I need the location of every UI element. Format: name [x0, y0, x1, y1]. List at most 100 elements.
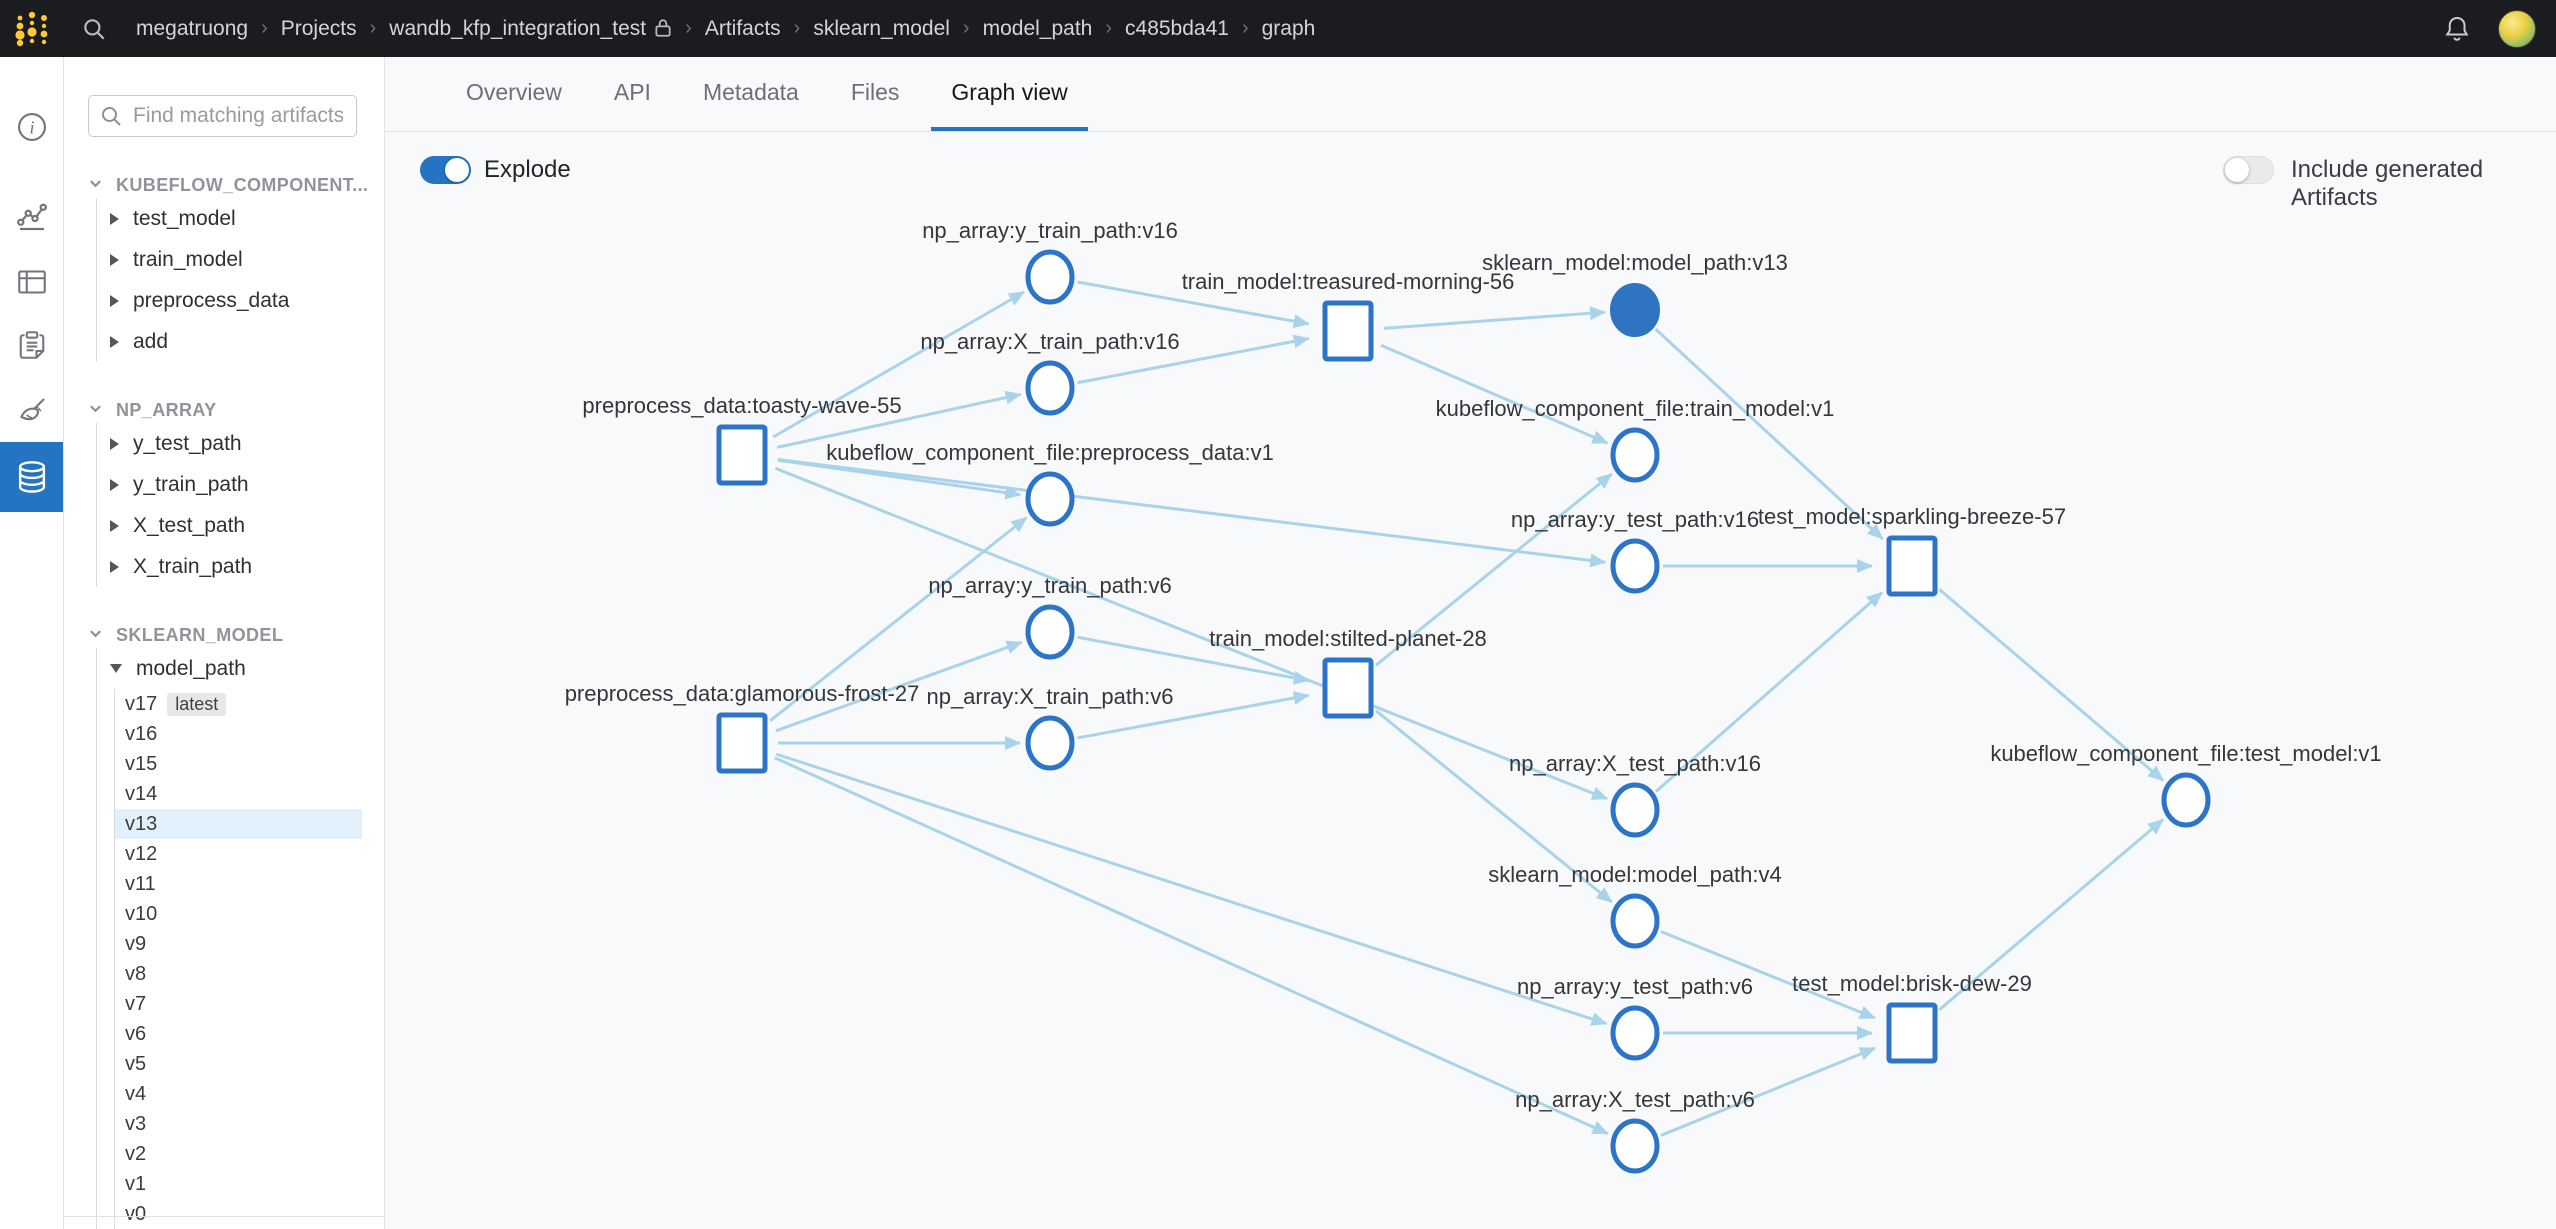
charts-icon	[16, 203, 47, 231]
graph-edge	[1077, 691, 1310, 740]
graph-node-label: kubeflow_component_file:train_model:v1	[1436, 396, 1835, 421]
graph-node-ytr16[interactable]	[1025, 249, 1075, 305]
bell-icon[interactable]	[2442, 14, 2472, 44]
version-row-v12[interactable]: v12	[115, 839, 362, 869]
graph-node-tf1[interactable]	[1610, 427, 1660, 483]
tab-files[interactable]: Files	[850, 78, 900, 105]
tab-metadata[interactable]: Metadata	[702, 78, 799, 105]
chevron-down-icon	[88, 625, 103, 646]
version-row-v6[interactable]: v6	[115, 1019, 362, 1049]
version-row-v15[interactable]: v15	[115, 749, 362, 779]
graph-node-xtr6[interactable]	[1025, 715, 1075, 771]
tree-item-y_test_path[interactable]: y_test_path	[97, 423, 385, 464]
graph-node-ytr6[interactable]	[1025, 604, 1075, 660]
tab-overview[interactable]: Overview	[466, 78, 562, 105]
tree-item-train_model[interactable]: train_model	[97, 239, 385, 280]
chevron-down-icon	[88, 175, 103, 196]
tree-item-y_train_path[interactable]: y_train_path	[97, 464, 385, 505]
tree-section-header[interactable]: KUBEFLOW_COMPONENT...	[88, 172, 385, 198]
graph-node-label: test_model:sparkling-breeze-57	[1758, 504, 2066, 529]
graph-node-xte16[interactable]	[1610, 782, 1660, 838]
graph-edge	[1077, 280, 1310, 329]
breadcrumb-item[interactable]: c485bda41	[1125, 16, 1229, 40]
explode-toggle[interactable]	[420, 156, 471, 184]
tree-section-label: KUBEFLOW_COMPONENT...	[116, 174, 369, 195]
tree-item-preprocess_data[interactable]: preprocess_data	[97, 280, 385, 321]
tab-api[interactable]: API	[613, 78, 651, 105]
graph-node-tm56[interactable]	[1322, 300, 1374, 362]
version-row-v1[interactable]: v1	[115, 1169, 362, 1199]
breadcrumb-separator: ›	[962, 17, 970, 39]
artifact-search-input[interactable]	[133, 104, 343, 128]
search-icon[interactable]	[64, 16, 124, 42]
breadcrumb-item[interactable]: model_path	[982, 16, 1093, 40]
rail-item-tables[interactable]	[0, 250, 63, 314]
breadcrumb-item[interactable]: graph	[1261, 16, 1316, 40]
version-row-v14[interactable]: v14	[115, 779, 362, 809]
toggle-knob	[2225, 158, 2249, 182]
breadcrumb-item[interactable]: Projects	[280, 16, 357, 40]
graph-node-label: preprocess_data:glamorous-frost-27	[565, 681, 920, 706]
chevron-collapsed-icon	[110, 437, 119, 450]
graph-node-sk4[interactable]	[1610, 893, 1660, 949]
graph-node-label: train_model:stilted-planet-28	[1209, 626, 1487, 651]
graph-node-label: np_array:y_test_path:v16	[1511, 507, 1759, 532]
tree-section-header[interactable]: NP_ARRAY	[88, 397, 385, 423]
artifact-sidebar: KUBEFLOW_COMPONENT... test_model train_mod…	[64, 57, 385, 1229]
graph-node-label: sklearn_model:model_path:v13	[1482, 250, 1788, 275]
version-row-v3[interactable]: v3	[115, 1109, 362, 1139]
graph-edge	[1938, 818, 2165, 1011]
tab-graph-view[interactable]: Graph view	[931, 57, 1088, 131]
tree-item-X_train_path[interactable]: X_train_path	[97, 546, 385, 587]
breadcrumb-item[interactable]: megatruong	[136, 16, 249, 40]
tree-item-model_path[interactable]: model_path	[97, 648, 385, 689]
version-label: v16	[125, 722, 158, 745]
include-generated-toggle[interactable]	[2223, 156, 2274, 184]
version-row-v0[interactable]: v0	[115, 1199, 362, 1229]
version-row-v2[interactable]: v2	[115, 1139, 362, 1169]
avatar[interactable]	[2498, 9, 2536, 48]
breadcrumb-item[interactable]: sklearn_model	[813, 16, 950, 40]
graph-node-yte6[interactable]	[1610, 1005, 1660, 1061]
breadcrumb-item[interactable]: wandb_kfp_integration_test	[389, 17, 672, 41]
rail-item-overview[interactable]: i	[0, 95, 63, 159]
breadcrumb-item[interactable]: Artifacts	[704, 16, 781, 40]
tree-item-add[interactable]: add	[97, 321, 385, 362]
graph-node-sp28[interactable]	[1322, 657, 1374, 719]
tree-section-header[interactable]: SKLEARN_MODEL	[88, 622, 385, 648]
graph-node-yte16[interactable]	[1610, 538, 1660, 594]
version-row-v5[interactable]: v5	[115, 1049, 362, 1079]
tree-item-X_test_path[interactable]: X_test_path	[97, 505, 385, 546]
version-row-v11[interactable]: v11	[115, 869, 362, 899]
version-row-v7[interactable]: v7	[115, 989, 362, 1019]
graph-node-sk13[interactable]	[1610, 283, 1660, 337]
version-row-v13[interactable]: v13	[115, 809, 362, 839]
top-navbar: megatruong›Projects›wandb_kfp_integratio…	[0, 0, 2556, 57]
graph-node-pf1[interactable]	[1025, 471, 1075, 527]
graph-node-bd29[interactable]	[1886, 1002, 1938, 1064]
version-row-v8[interactable]: v8	[115, 959, 362, 989]
rail-item-charts[interactable]	[0, 185, 63, 249]
graph-node-glamorous[interactable]	[716, 712, 768, 774]
graph-edge	[1383, 306, 1607, 330]
rail-item-artifacts[interactable]	[0, 442, 63, 512]
tree-item-test_model[interactable]: test_model	[97, 198, 385, 239]
rail-item-sweeps[interactable]	[0, 379, 63, 443]
graph-node-xte6[interactable]	[1610, 1118, 1660, 1174]
tree-item-label: train_model	[133, 247, 243, 271]
version-row-v10[interactable]: v10	[115, 899, 362, 929]
artifact-search-box	[88, 95, 357, 137]
version-row-v16[interactable]: v16	[115, 719, 362, 749]
graph-node-xtr16[interactable]	[1025, 360, 1075, 416]
rail-item-reports[interactable]	[0, 313, 63, 377]
graph-node-label: np_array:y_test_path:v6	[1517, 974, 1753, 999]
wandb-logo-icon[interactable]	[0, 0, 64, 57]
version-row-v4[interactable]: v4	[115, 1079, 362, 1109]
chevron-collapsed-icon	[110, 478, 119, 491]
graph-node-sb57[interactable]	[1886, 535, 1938, 597]
chevron-down-icon	[88, 400, 103, 421]
version-row-v9[interactable]: v9	[115, 929, 362, 959]
graph-node-toasty[interactable]	[716, 424, 768, 486]
graph-node-tef1[interactable]	[2161, 772, 2211, 828]
